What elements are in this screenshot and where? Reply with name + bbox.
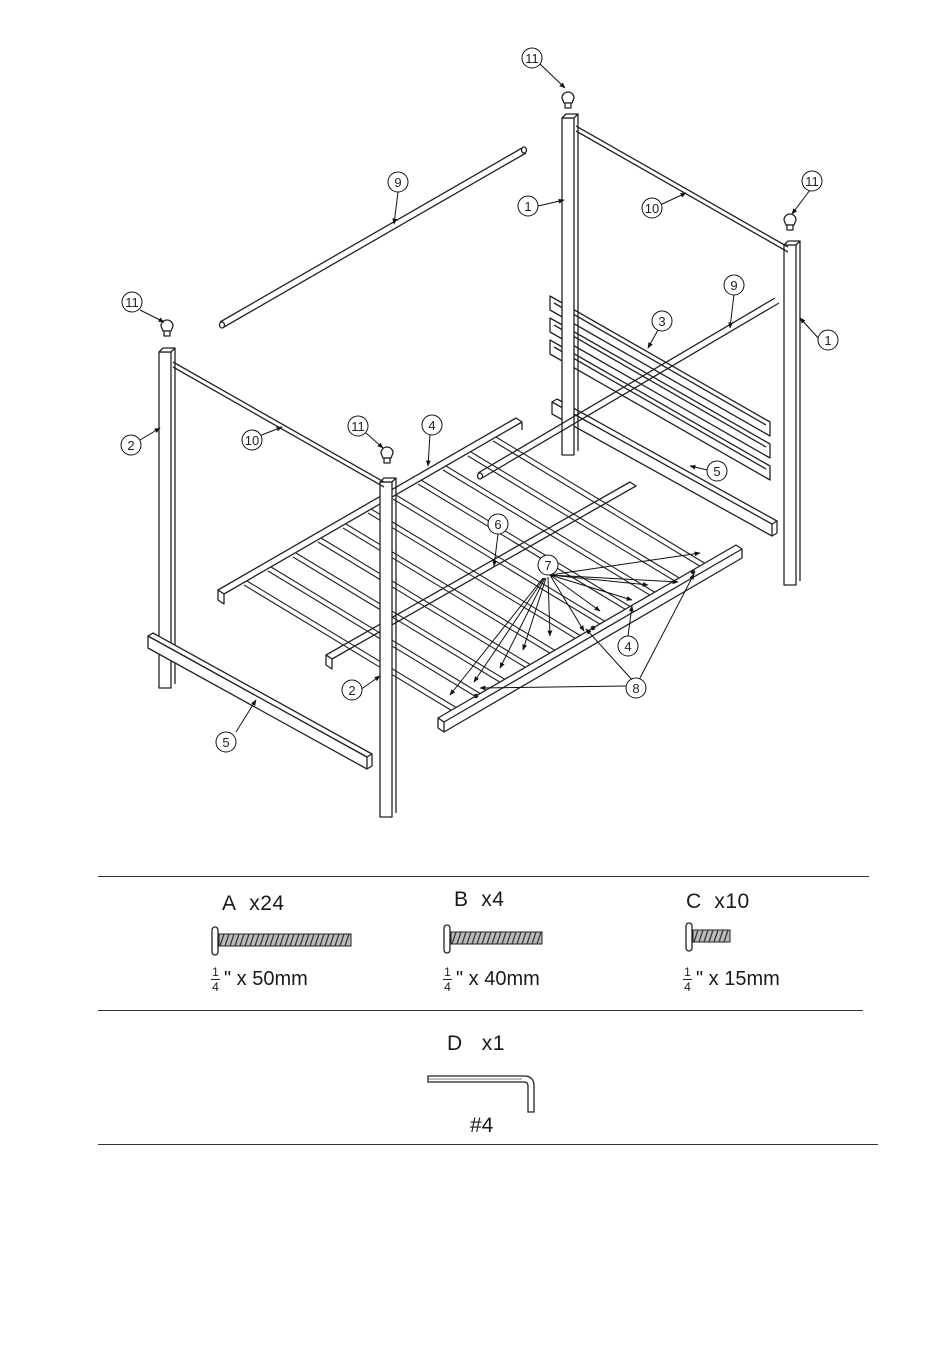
callout-11: 11: [122, 292, 142, 312]
callout-5: 5: [216, 732, 236, 752]
top-rail-back: [576, 126, 788, 252]
svg-text:11: 11: [805, 174, 819, 189]
svg-text:9: 9: [394, 175, 401, 190]
callout-8: 8: [626, 678, 646, 698]
callout-10: 10: [642, 198, 662, 218]
callout-1: 1: [818, 330, 838, 350]
hardware-b-title: B x4: [454, 888, 504, 912]
svg-text:11: 11: [125, 295, 139, 310]
callout-4: 4: [618, 636, 638, 656]
bed-frame-parts: [148, 92, 800, 817]
svg-text:10: 10: [245, 433, 259, 448]
tool-item-d: D x1 #4: [420, 1028, 560, 1140]
svg-text:1: 1: [524, 199, 531, 214]
callout-10: 10: [242, 430, 262, 450]
svg-text:2: 2: [348, 683, 355, 698]
svg-text:5: 5: [713, 464, 720, 479]
svg-text:10: 10: [645, 201, 659, 216]
svg-text:11: 11: [351, 419, 365, 434]
crossbar-loose-top: [220, 147, 527, 328]
callout-2: 2: [342, 680, 362, 700]
tool-d-title: D x1: [447, 1032, 505, 1056]
back-post-left: [562, 114, 578, 455]
back-post-right: [784, 241, 800, 585]
callout-3: 3: [652, 311, 672, 331]
callout-11: 11: [348, 416, 368, 436]
allen-key-icon: [426, 1072, 538, 1116]
callout-11: 11: [802, 171, 822, 191]
callout-5: 5: [707, 461, 727, 481]
tool-d-size: #4: [470, 1114, 493, 1138]
svg-text:4: 4: [428, 418, 435, 433]
svg-text:3: 3: [658, 314, 665, 329]
svg-text:8: 8: [632, 681, 639, 696]
svg-text:6: 6: [494, 517, 501, 532]
callout-9: 9: [388, 172, 408, 192]
svg-text:1: 1: [824, 333, 831, 348]
svg-text:11: 11: [525, 51, 539, 66]
divider-bottom: [98, 1144, 878, 1145]
callout-6: 6: [488, 514, 508, 534]
bolt-40mm-icon: [442, 922, 546, 956]
svg-text:4: 4: [624, 639, 631, 654]
svg-text:7: 7: [544, 558, 551, 573]
callout-4: 4: [422, 415, 442, 435]
svg-text:9: 9: [730, 278, 737, 293]
divider-top: [98, 876, 869, 877]
callout-11: 11: [522, 48, 542, 68]
callout-7: 7: [538, 555, 558, 575]
callout-9: 9: [724, 275, 744, 295]
assembly-diagram: 11 11 11 11 9 9 1 1 10 10 3 2 2 4 4 5 5 …: [0, 0, 936, 860]
callout-1: 1: [518, 196, 538, 216]
bolt-50mm-icon: [210, 924, 355, 958]
hardware-a-title: A x24: [222, 892, 285, 916]
svg-text:2: 2: [127, 438, 134, 453]
svg-text:5: 5: [222, 735, 229, 750]
hardware-c-title: C x10: [686, 890, 750, 914]
callout-2: 2: [121, 435, 141, 455]
divider-middle: [98, 1010, 863, 1011]
bolt-15mm-icon: [684, 920, 734, 954]
